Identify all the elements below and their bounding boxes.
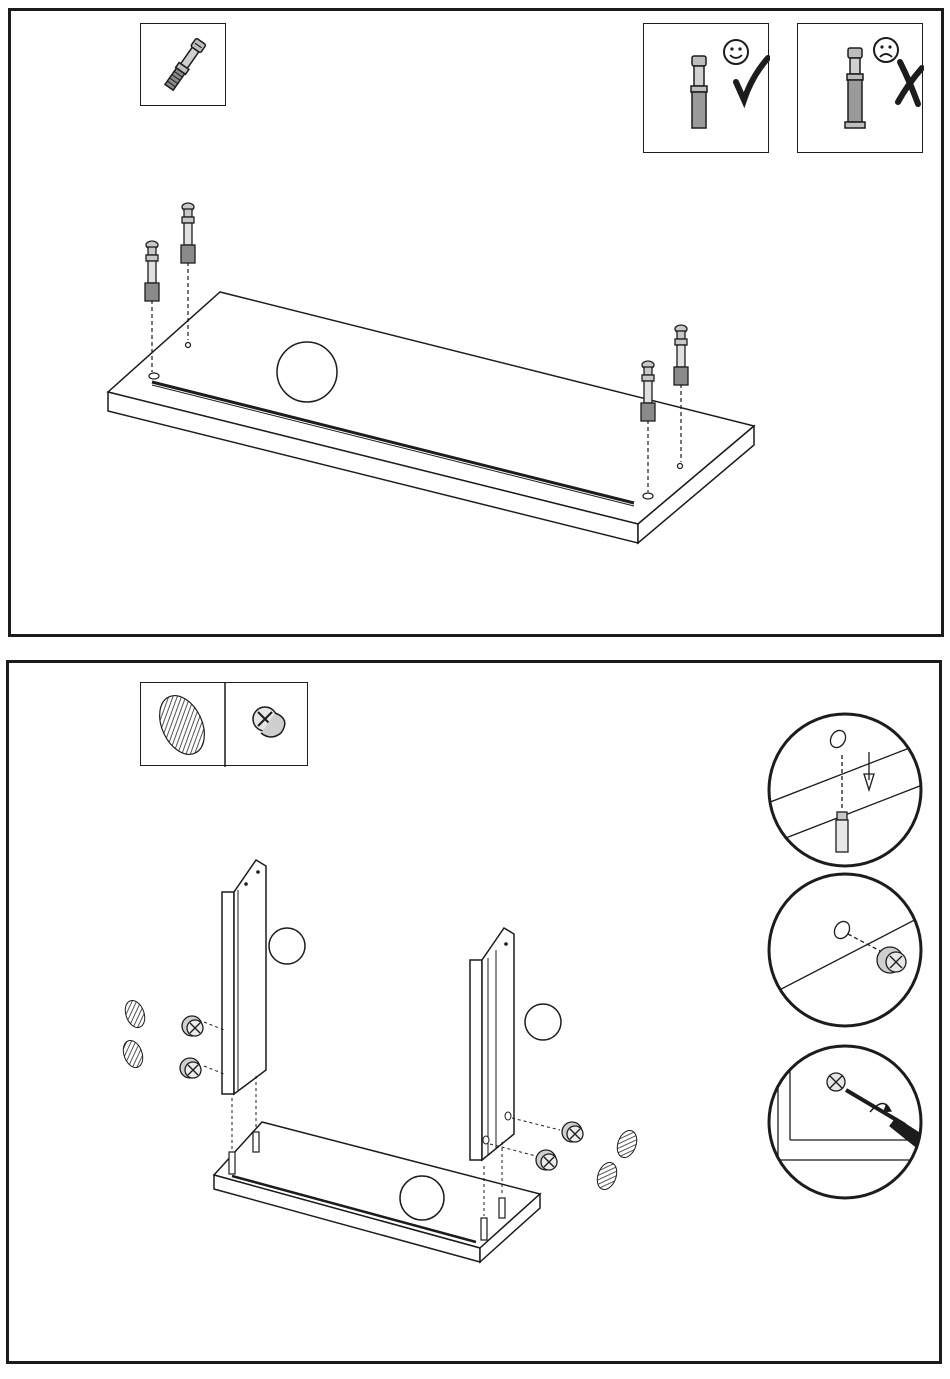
- right-side-panel-face: [470, 960, 482, 1160]
- insert-bolt-detail: [760, 714, 930, 866]
- part-label-circle: [269, 928, 305, 964]
- insert-cam-detail: [760, 874, 930, 1026]
- left-side-panel-face: [222, 892, 234, 1094]
- part-label-circle: [525, 1004, 561, 1040]
- part-label-circle: [400, 1176, 444, 1220]
- tighten-cam-detail: [769, 1046, 930, 1198]
- side-panels-on-bottom-panel: [120, 860, 640, 1262]
- left-side-panel-edge: [234, 860, 266, 1094]
- right-side-panel-edge: [482, 928, 514, 1160]
